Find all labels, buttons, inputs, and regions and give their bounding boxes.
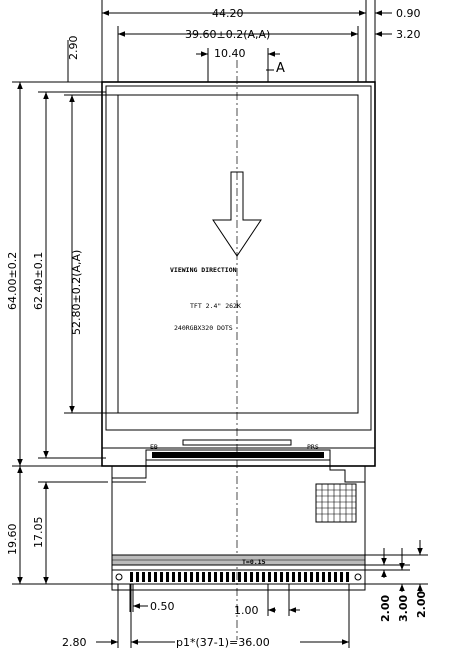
spec-line-2: 240RGBX320 DOTS <box>174 324 233 332</box>
pitch-total-dimension: 2.80 p1*(37-1)=36.00 <box>62 584 350 649</box>
fpc-thickness-label: T=0.15 <box>242 558 266 566</box>
right-offset-2-label: 3.20 <box>396 28 421 41</box>
fpc-tail: T=0.15 <box>111 460 366 591</box>
right-dim-1-label: 2.00 <box>379 595 392 622</box>
left-bottom-label: 2.80 <box>62 636 87 649</box>
right-small-dimensions: 2.00 3.00 2.00 <box>365 540 428 622</box>
pitch-total-label: p1*(37-1)=36.00 <box>176 636 270 649</box>
active-width-dimension: 39.60±0.2(A,A) 3.20 <box>117 26 421 82</box>
right-offset-1-label: 0.90 <box>396 7 421 20</box>
center-width-label: 10.40 <box>214 47 246 60</box>
active-height-label: 52.80±0.2(A,A) <box>70 250 83 335</box>
pad-width-label: 0.50 <box>150 600 175 613</box>
pin-right-label: PRS <box>307 443 319 451</box>
total-height-dimension: 64.00±0.2 <box>6 81 102 467</box>
active-width-label: 39.60±0.2(A,A) <box>185 28 270 41</box>
pitch-label: 1.00 <box>234 604 259 617</box>
glass-height-label: 62.40±0.1 <box>32 252 45 310</box>
top-offset-dimension: 2.90 <box>62 36 102 83</box>
pad-width-dimension: 0.50 <box>129 584 175 613</box>
top-width-dimension: 44.20 0.90 <box>101 0 421 82</box>
fpc-height-label: 19.60 <box>6 524 19 556</box>
right-dim-3-label: 2.00 <box>415 591 428 618</box>
fpc-height-dimension: 19.60 <box>6 466 112 585</box>
fpc-bond-area: EB PRS <box>145 443 331 461</box>
viewing-direction-arrow <box>212 171 262 257</box>
pin-left-label: EB <box>150 443 158 451</box>
total-height-label: 64.00±0.2 <box>6 252 19 310</box>
spec-line-1: TFT 2.4" 262K <box>190 302 241 310</box>
top-width-label: 44.20 <box>212 7 244 20</box>
glass-height-dimension: 62.40±0.1 <box>32 91 106 459</box>
pitch-dimension: 1.00 <box>234 584 300 617</box>
active-height-dimension: 52.80±0.2(A,A) <box>64 94 118 414</box>
fpc-inner-height-label: 17.05 <box>32 517 45 549</box>
lcd-module-outline <box>101 81 376 467</box>
fpc-inner-height-dimension: 17.05 <box>32 481 108 584</box>
viewing-direction-label: VIEWING DIRECTION <box>170 266 237 274</box>
datum-label: A <box>276 61 285 76</box>
center-width-dimension: 10.40 A <box>196 47 285 82</box>
top-offset-label: 2.90 <box>67 36 80 61</box>
right-dim-2-label: 3.00 <box>397 595 410 622</box>
